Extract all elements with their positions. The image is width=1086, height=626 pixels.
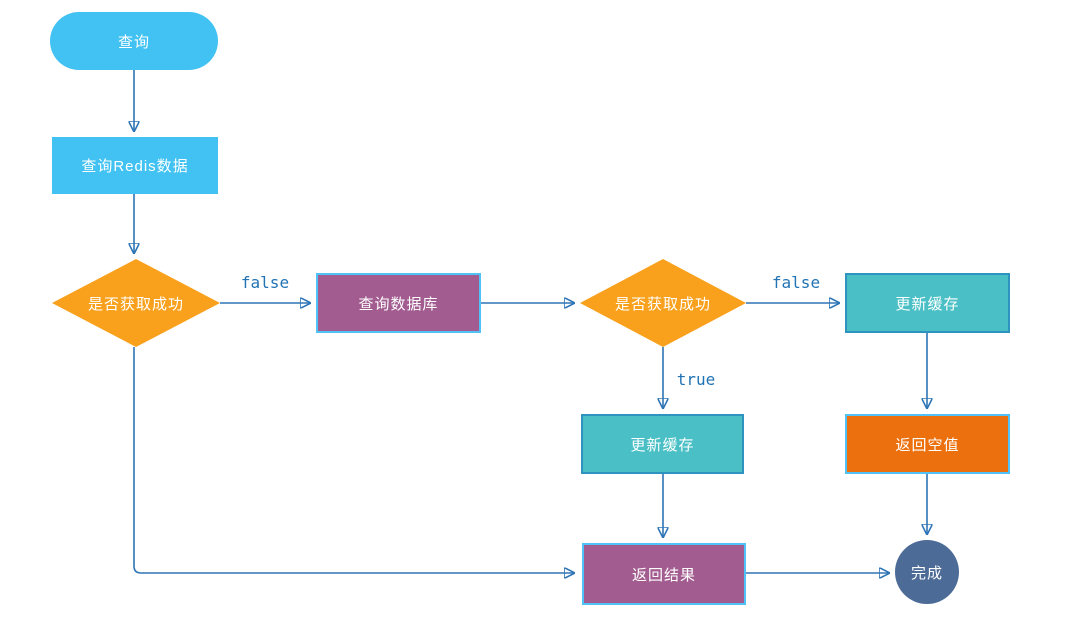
- node-done-label: 完成: [910, 564, 943, 582]
- node-update-cache-right-label: 更新缓存: [895, 295, 960, 313]
- edge-label-decision2-true: true: [676, 370, 716, 389]
- node-update-cache-middle-label: 更新缓存: [630, 436, 695, 454]
- node-start: 查询: [50, 12, 218, 70]
- node-query-db-label: 查询数据库: [358, 295, 439, 313]
- node-start-label: 查询: [117, 33, 150, 51]
- node-query-db: 查询数据库: [316, 273, 481, 333]
- node-query-redis: 查询Redis数据: [52, 137, 218, 194]
- node-return-null: 返回空值: [845, 414, 1010, 474]
- node-update-cache-middle: 更新缓存: [581, 414, 744, 474]
- connector-decision1-to-return-result: [133, 347, 574, 573]
- node-decision1-label: 是否获取成功: [87, 295, 184, 313]
- node-return-result-label: 返回结果: [631, 566, 696, 584]
- edge-label-decision1-false: false: [240, 273, 290, 292]
- node-return-result: 返回结果: [582, 543, 746, 605]
- node-done: 完成: [895, 540, 959, 604]
- node-query-redis-label: 查询Redis数据: [81, 158, 189, 175]
- node-update-cache-right: 更新缓存: [845, 273, 1010, 333]
- node-return-null-label: 返回空值: [895, 436, 960, 454]
- edge-label-decision2-false: false: [771, 273, 821, 292]
- node-decision2-label: 是否获取成功: [614, 295, 711, 313]
